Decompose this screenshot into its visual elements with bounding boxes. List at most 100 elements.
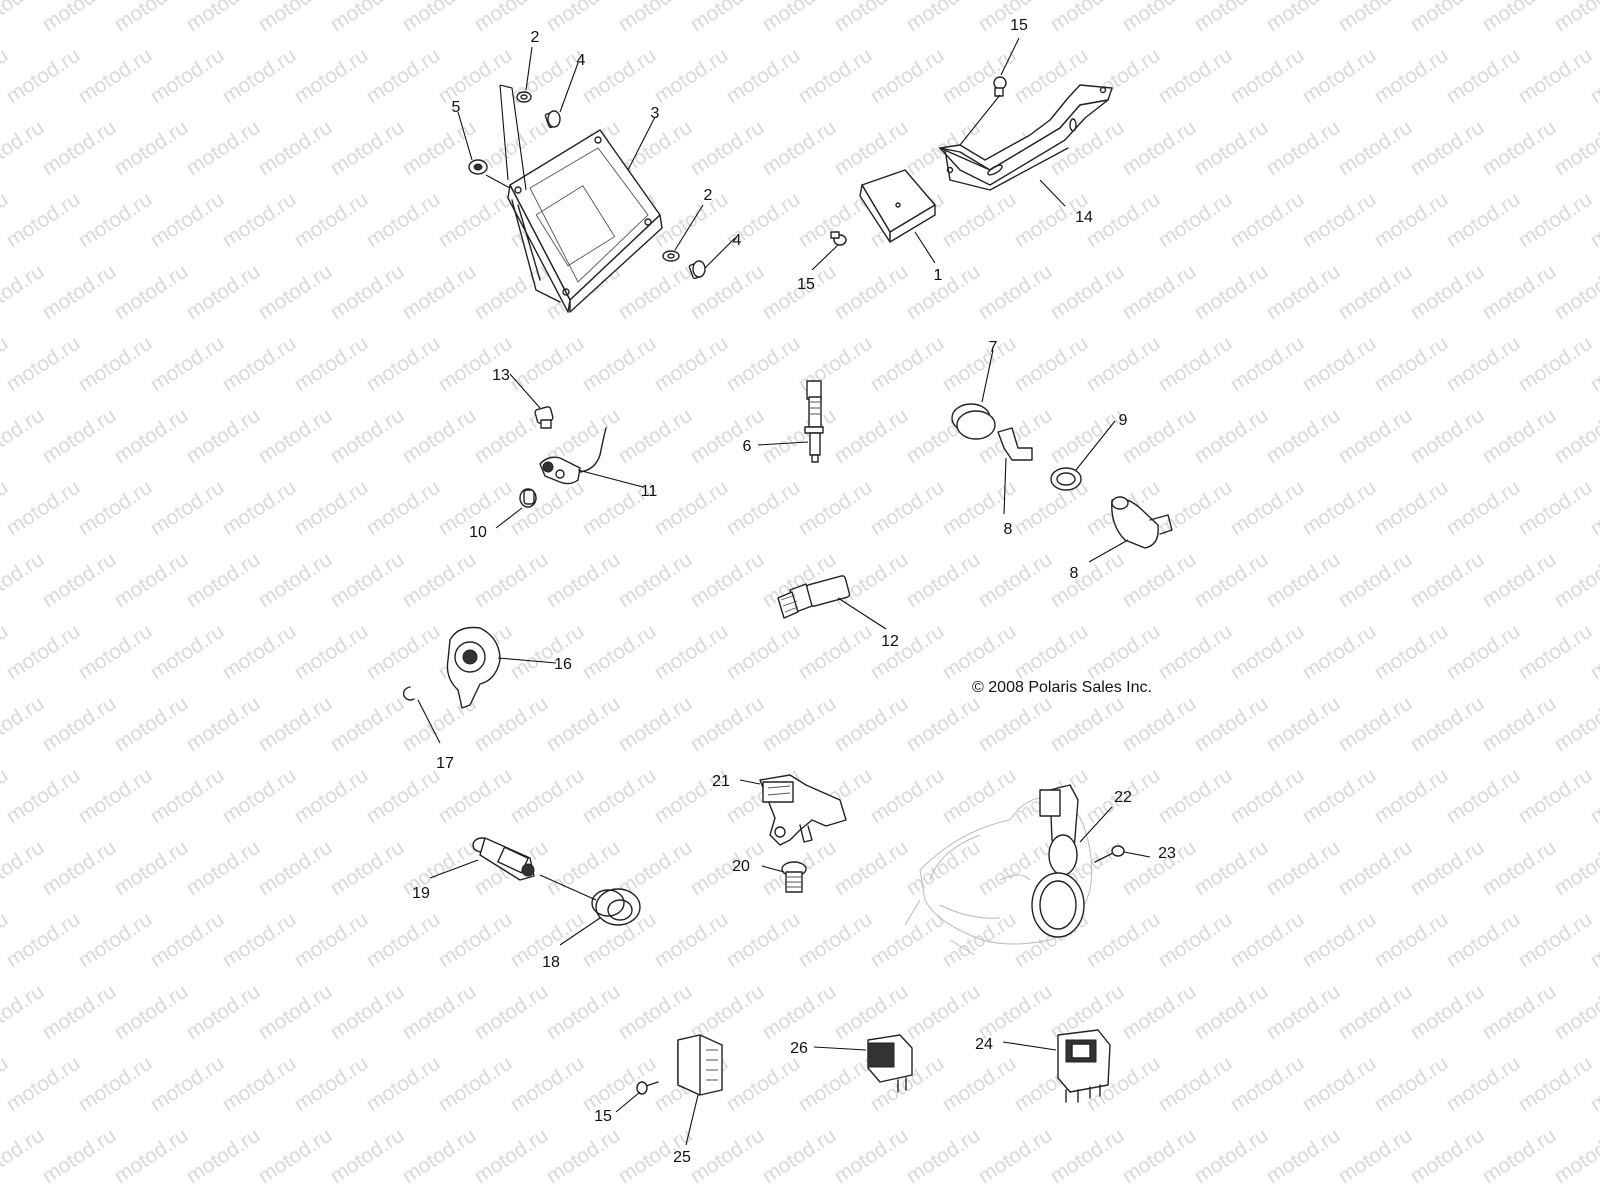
callout-16: 16 [554,656,572,673]
watermark-text: motod.ru [1298,44,1380,108]
watermark-text: motod.ru [1190,116,1272,180]
throttle-body-icon [904,784,1093,956]
watermark-text: motod.ru [1118,1124,1200,1188]
callout-7: 7 [989,339,998,356]
watermark-text: motod.ru [1190,836,1272,900]
watermark-text: motod.ru [830,836,912,900]
mounting-bracket-icon [939,84,1113,191]
watermark-text: motod.ru [758,692,840,756]
watermark-text: motod.ru [1406,1124,1488,1188]
watermark-text: motod.ru [1298,476,1380,540]
watermark-text: motod.ru [722,620,804,684]
watermark-text: motod.ru [758,980,840,1044]
watermark-text: motod.ru [38,548,120,612]
watermark-text: motod.ru [0,116,48,180]
watermark-text: motod.ru [434,1196,516,1200]
watermark-text: motod.ru [470,548,552,612]
watermark-text: motod.ru [1118,260,1200,324]
watermark-text: motod.ru [362,764,444,828]
watermark-text: motod.ru [686,404,768,468]
watermark-text: motod.ru [974,980,1056,1044]
watermark-text: motod.ru [254,260,336,324]
watermark-text: motod.ru [146,764,228,828]
watermark-text: motod.ru [38,836,120,900]
watermark-text: motod.ru [38,116,120,180]
ecu-module-icon [507,129,663,313]
watermark-text: motod.ru [1010,1196,1092,1200]
watermark-text: motod.ru [182,260,264,324]
watermark-text: motod.ru [290,908,372,972]
watermark-text: motod.ru [398,0,480,36]
watermark-text: motod.ru [578,620,660,684]
watermark-text: motod.ru [1118,980,1200,1044]
watermark-text: motod.ru [1154,620,1236,684]
watermark-text: motod.ru [1262,548,1344,612]
callout-19: 19 [412,885,430,902]
watermark-text: motod.ru [146,476,228,540]
watermark-text: motod.ru [1262,260,1344,324]
watermark-text: motod.ru [650,1196,732,1200]
watermark-text: motod.ru [1298,764,1380,828]
watermark-text: motod.ru [362,1196,444,1200]
callout-labels: 2 4 3 5 2 4 15 14 15 1 13 11 10 6 7 9 8 … [412,17,1176,1166]
watermark-text: motod.ru [830,1124,912,1188]
watermark-text: motod.ru [1406,116,1488,180]
watermark-text: motod.ru [902,548,984,612]
callout-20: 20 [732,858,750,875]
leader-lines [417,37,1151,1146]
watermark-text: motod.ru [1370,1196,1452,1200]
callout-4: 4 [577,52,586,69]
watermark-text: motod.ru [1442,1196,1524,1200]
watermark-text: motod.ru [614,0,696,36]
watermark-text: motod.ru [650,908,732,972]
watermark-text: motod.ru [398,1124,480,1188]
grommet-icon [468,159,488,175]
seal-ring-icon [1050,467,1082,491]
watermark-text: motod.ru [326,0,408,36]
watermark-text: motod.ru [578,332,660,396]
watermark-text: motod.ru [1154,332,1236,396]
watermark-text: motod.ru [1514,1196,1596,1200]
watermark-text: motod.ru [938,1052,1020,1116]
watermark-text: motod.ru [1118,404,1200,468]
watermark-text: motod.ru [686,692,768,756]
watermark-text: motod.ru [1154,476,1236,540]
watermark-text: motod.ru [1514,620,1596,684]
watermark-text: motod.ru [1226,332,1308,396]
watermark-text: motod.ru [1406,548,1488,612]
watermark-text: motod.ru [1370,332,1452,396]
watermark-text: motod.ru [614,260,696,324]
watermark-text: motod.ru [758,404,840,468]
fitting-icon [781,861,807,893]
watermark-text: motod.ru [398,980,480,1044]
watermark-text: motod.ru [0,692,48,756]
watermark-text: motod.ru [1406,0,1488,36]
watermark-text: motod.ru [0,260,48,324]
watermark-text: motod.ru [1154,908,1236,972]
watermark-text: motod.ru [1082,332,1164,396]
watermark-text: motod.ru [722,476,804,540]
watermark-text: motod.ru [902,836,984,900]
watermark-text: motod.ru [830,0,912,36]
watermark-text: motod.ru [686,836,768,900]
watermark-text: motod.ru [866,476,948,540]
watermark-text: motod.ru [686,116,768,180]
watermark-text: motod.ru [650,188,732,252]
watermark-text: motod.ru [1442,44,1524,108]
watermark-text: motod.ru [0,836,48,900]
watermark-text: motod.ru [1550,980,1600,1044]
watermark-text: motod.ru [1370,188,1452,252]
watermark-text: motod.ru [1334,980,1416,1044]
watermark-text: motod.ru [1406,980,1488,1044]
callout-2: 2 [531,29,540,46]
watermark-text: motod.ru [146,908,228,972]
watermark-text: motod.ru [218,1052,300,1116]
watermark-text: motod.ru [1298,1052,1380,1116]
callout-15: 15 [594,1108,612,1125]
watermark-text: motod.ru [218,44,300,108]
watermark-text: motod.ru [254,980,336,1044]
watermark-text: motod.ru [2,1196,84,1200]
callout-2: 2 [704,187,713,204]
watermark-text: motod.ru [74,620,156,684]
